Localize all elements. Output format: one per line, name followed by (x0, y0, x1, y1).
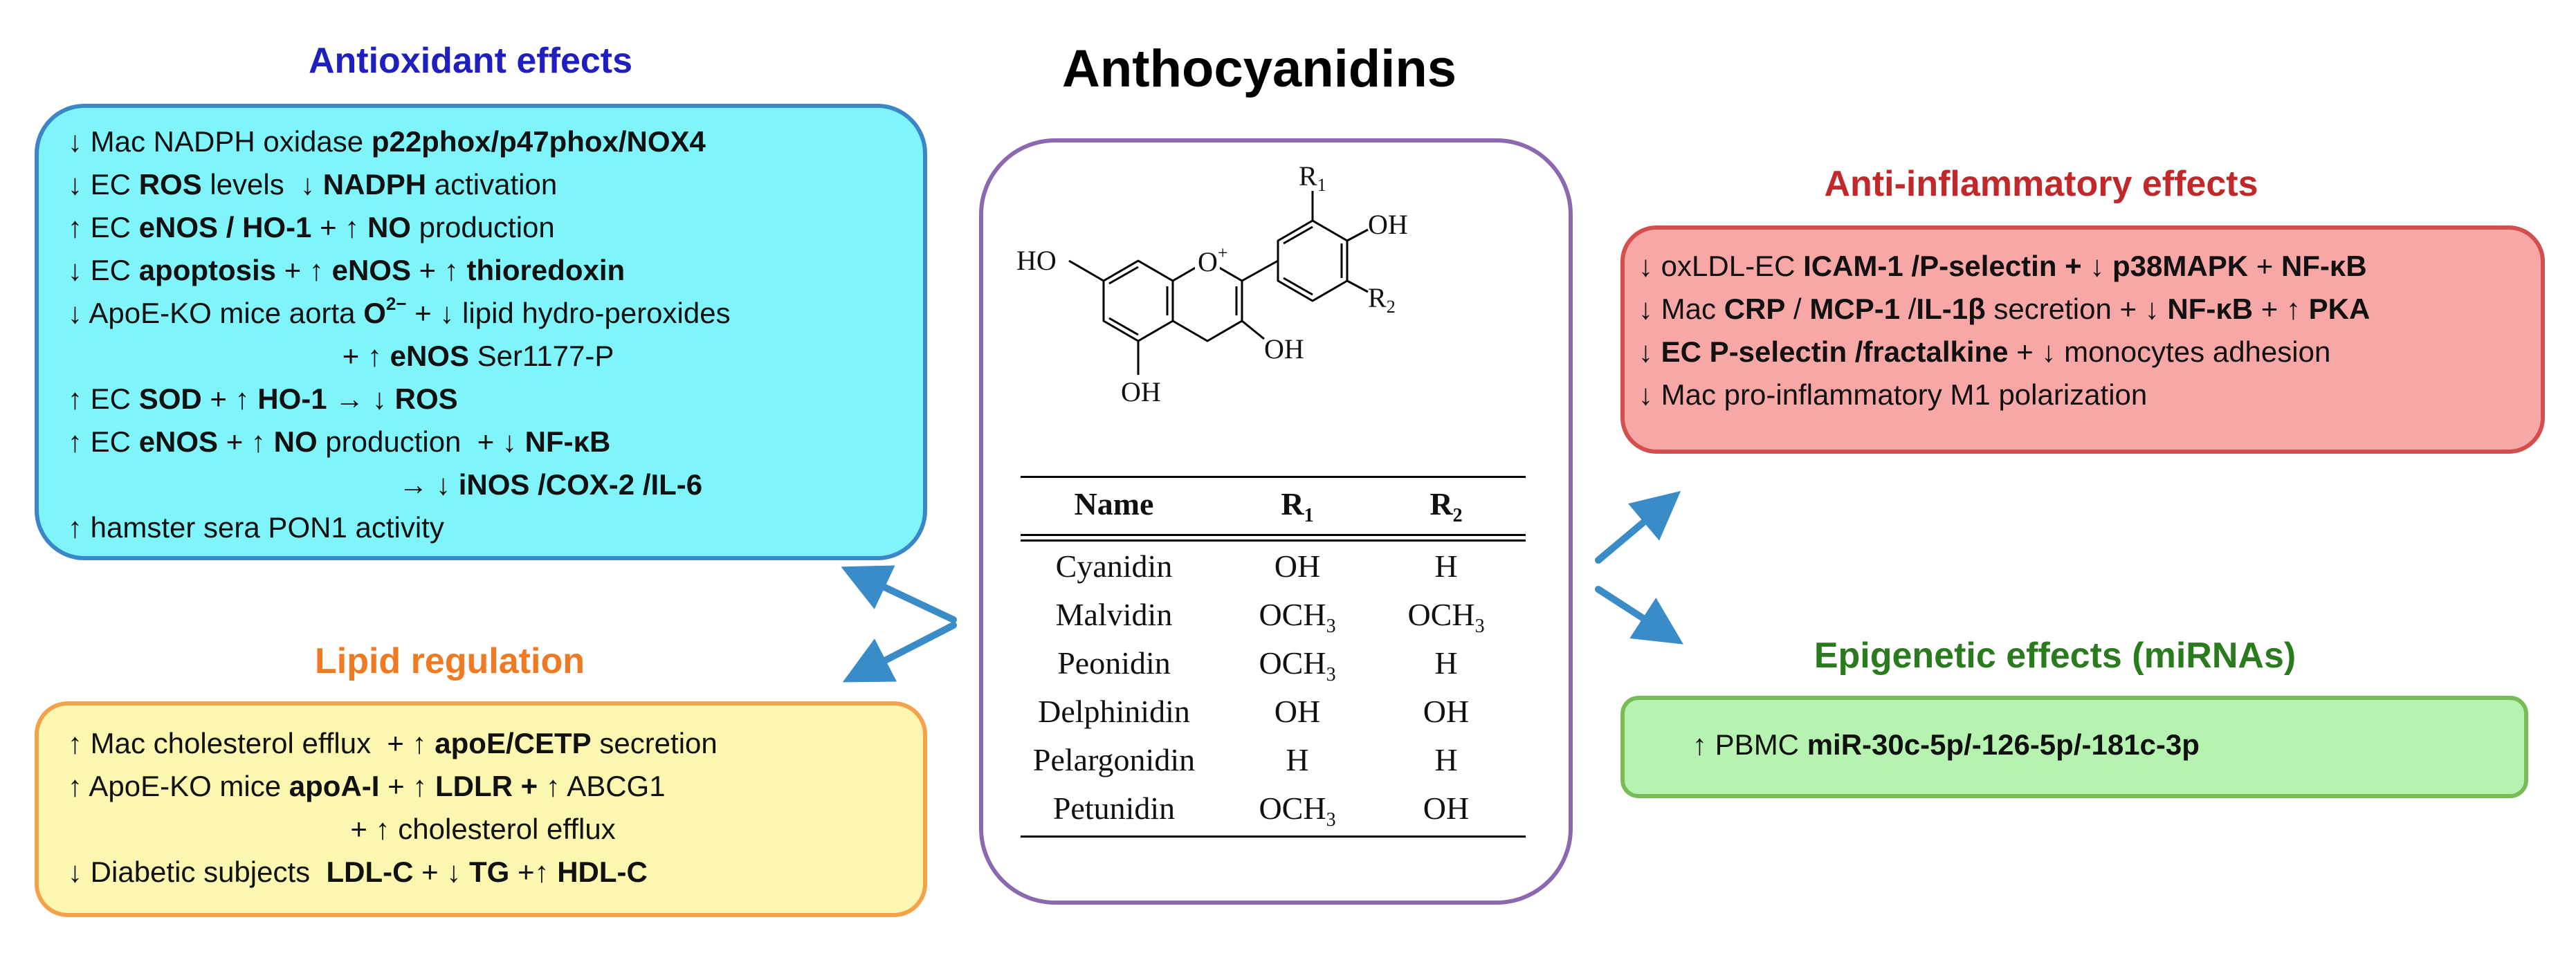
table-cell-r1: OH (1274, 694, 1321, 729)
table-rule (1021, 534, 1526, 536)
antioxidant-title: Antioxidant effects (308, 41, 633, 81)
effect-line: ↓ EC ROS levels ↓ NADPH activation (68, 168, 558, 201)
table-cell-r2: OCH3 (1407, 597, 1485, 638)
epigenetic-list: ↑ PBMC miR-30c-5p/-126-5p/-181c-3p (1692, 723, 2200, 766)
oh-bottom-label: OH (1121, 376, 1161, 407)
effect-line: + ↑ eNOS Ser1177-P (68, 340, 614, 372)
col-header-r2: R2 (1429, 486, 1463, 527)
table-rule (1021, 476, 1526, 478)
table-rule (1021, 836, 1526, 838)
lipid-box (35, 701, 927, 917)
effect-line: ↓ Mac CRP / MCP-1 /IL-1β secretion + ↓ N… (1638, 293, 2371, 325)
arrow-to-antioxidant (841, 565, 957, 623)
effect-line: ↑ EC eNOS + ↑ NO production + ↓ NF-κB (68, 425, 611, 458)
anti-inflammatory-box (1620, 225, 2545, 454)
arrow-to-lipid (842, 622, 957, 683)
table-cell-r2: H (1434, 742, 1458, 777)
table-cell-name: Malvidin (1055, 597, 1173, 632)
oh-ring-c-label: OH (1264, 333, 1304, 364)
antioxidant-list: ↓ Mac NADPH oxidase p22phox/p47phox/NOX4… (68, 120, 731, 549)
table-cell-r1: OCH3 (1259, 597, 1336, 638)
table-cell-r2: OH (1423, 791, 1470, 826)
anti-inflammatory-title: Anti-inflammatory effects (1824, 164, 2258, 204)
table-cell-name: Pelargonidin (1032, 742, 1196, 777)
effect-line: → ↓ iNOS /COX-2 /IL-6 (68, 468, 703, 501)
effect-line: ↓ oxLDL-EC ICAM-1 /P-selectin + ↓ p38MAP… (1638, 250, 2367, 282)
o-plus-label: O+ (1198, 243, 1228, 277)
epigenetic-title: Epigenetic effects (miRNAs) (1814, 636, 2296, 676)
oh-ring-b-label: OH (1368, 209, 1408, 240)
table-cell-r2: OH (1423, 694, 1470, 729)
arrow-to-epigenetic (1595, 586, 1683, 645)
effect-line: ↑ hamster sera PON1 activity (68, 511, 444, 544)
table-cell-r1: OH (1274, 548, 1321, 584)
table-cell-r2: H (1434, 548, 1458, 584)
effect-line: + ↑ cholesterol efflux (68, 813, 616, 845)
r1-label: R1 (1299, 160, 1326, 195)
col-header-name: Name (1074, 486, 1154, 521)
ho-left-label: HO (1016, 245, 1057, 276)
table-cell-r2: H (1434, 645, 1458, 681)
effect-line: ↑ Mac cholesterol efflux + ↑ apoE/CETP s… (68, 727, 718, 759)
effect-line: ↓ Mac pro-inflammatory M1 polarization (1638, 378, 2148, 411)
table-cell-name: Cyanidin (1055, 548, 1173, 584)
table-cell-r1: OCH3 (1259, 791, 1336, 831)
lipid-list: ↑ Mac cholesterol efflux + ↑ apoE/CETP s… (68, 722, 718, 894)
r2-label: R2 (1368, 282, 1396, 317)
effect-line: ↑ PBMC miR-30c-5p/-126-5p/-181c-3p (1692, 728, 2200, 761)
effect-line: ↑ ApoE-KO mice apoA-I + ↑ LDLR + ↑ ABCG1 (68, 770, 666, 802)
col-header-r1: R1 (1281, 486, 1314, 527)
effect-line: ↓ Diabetic subjects LDL-C + ↓ TG +↑ HDL-… (68, 856, 648, 888)
table-cell-r1: OCH3 (1259, 645, 1336, 686)
table-cell-name: Petunidin (1052, 791, 1176, 826)
table-cell-name: Peonidin (1057, 645, 1171, 681)
effect-line: ↓ ApoE-KO mice aorta O2− + ↓ lipid hydro… (68, 293, 731, 329)
table-rule (1021, 539, 1526, 542)
arrow-to-anti-inflammatory (1595, 490, 1681, 564)
anti-inflammatory-list: ↓ oxLDL-EC ICAM-1 /P-selectin + ↓ p38MAP… (1638, 245, 2370, 416)
epigenetic-box (1620, 696, 2528, 798)
effect-line: ↓ EC apoptosis + ↑ eNOS + ↑ thioredoxin (68, 254, 625, 286)
anthocyanidin-structure-diagram: O+ HO OH OH R1 OH R2 (1016, 160, 1408, 407)
table-cell-name: Delphinidin (1038, 694, 1190, 729)
antioxidant-box (35, 104, 927, 560)
effect-line: ↑ EC eNOS / HO-1 + ↑ NO production (68, 211, 555, 243)
lipid-title: Lipid regulation (315, 641, 585, 681)
effect-line: ↓ Mac NADPH oxidase p22phox/p47phox/NOX4 (68, 125, 706, 158)
table-cell-r1: H (1286, 742, 1309, 777)
diagram-title: Anthocyanidins (1061, 39, 1457, 98)
effect-line: ↑ EC SOD + ↑ HO-1 → ↓ ROS (68, 382, 458, 415)
effect-line: ↓ EC P-selectin /fractalkine + ↓ monocyt… (1638, 335, 2331, 368)
